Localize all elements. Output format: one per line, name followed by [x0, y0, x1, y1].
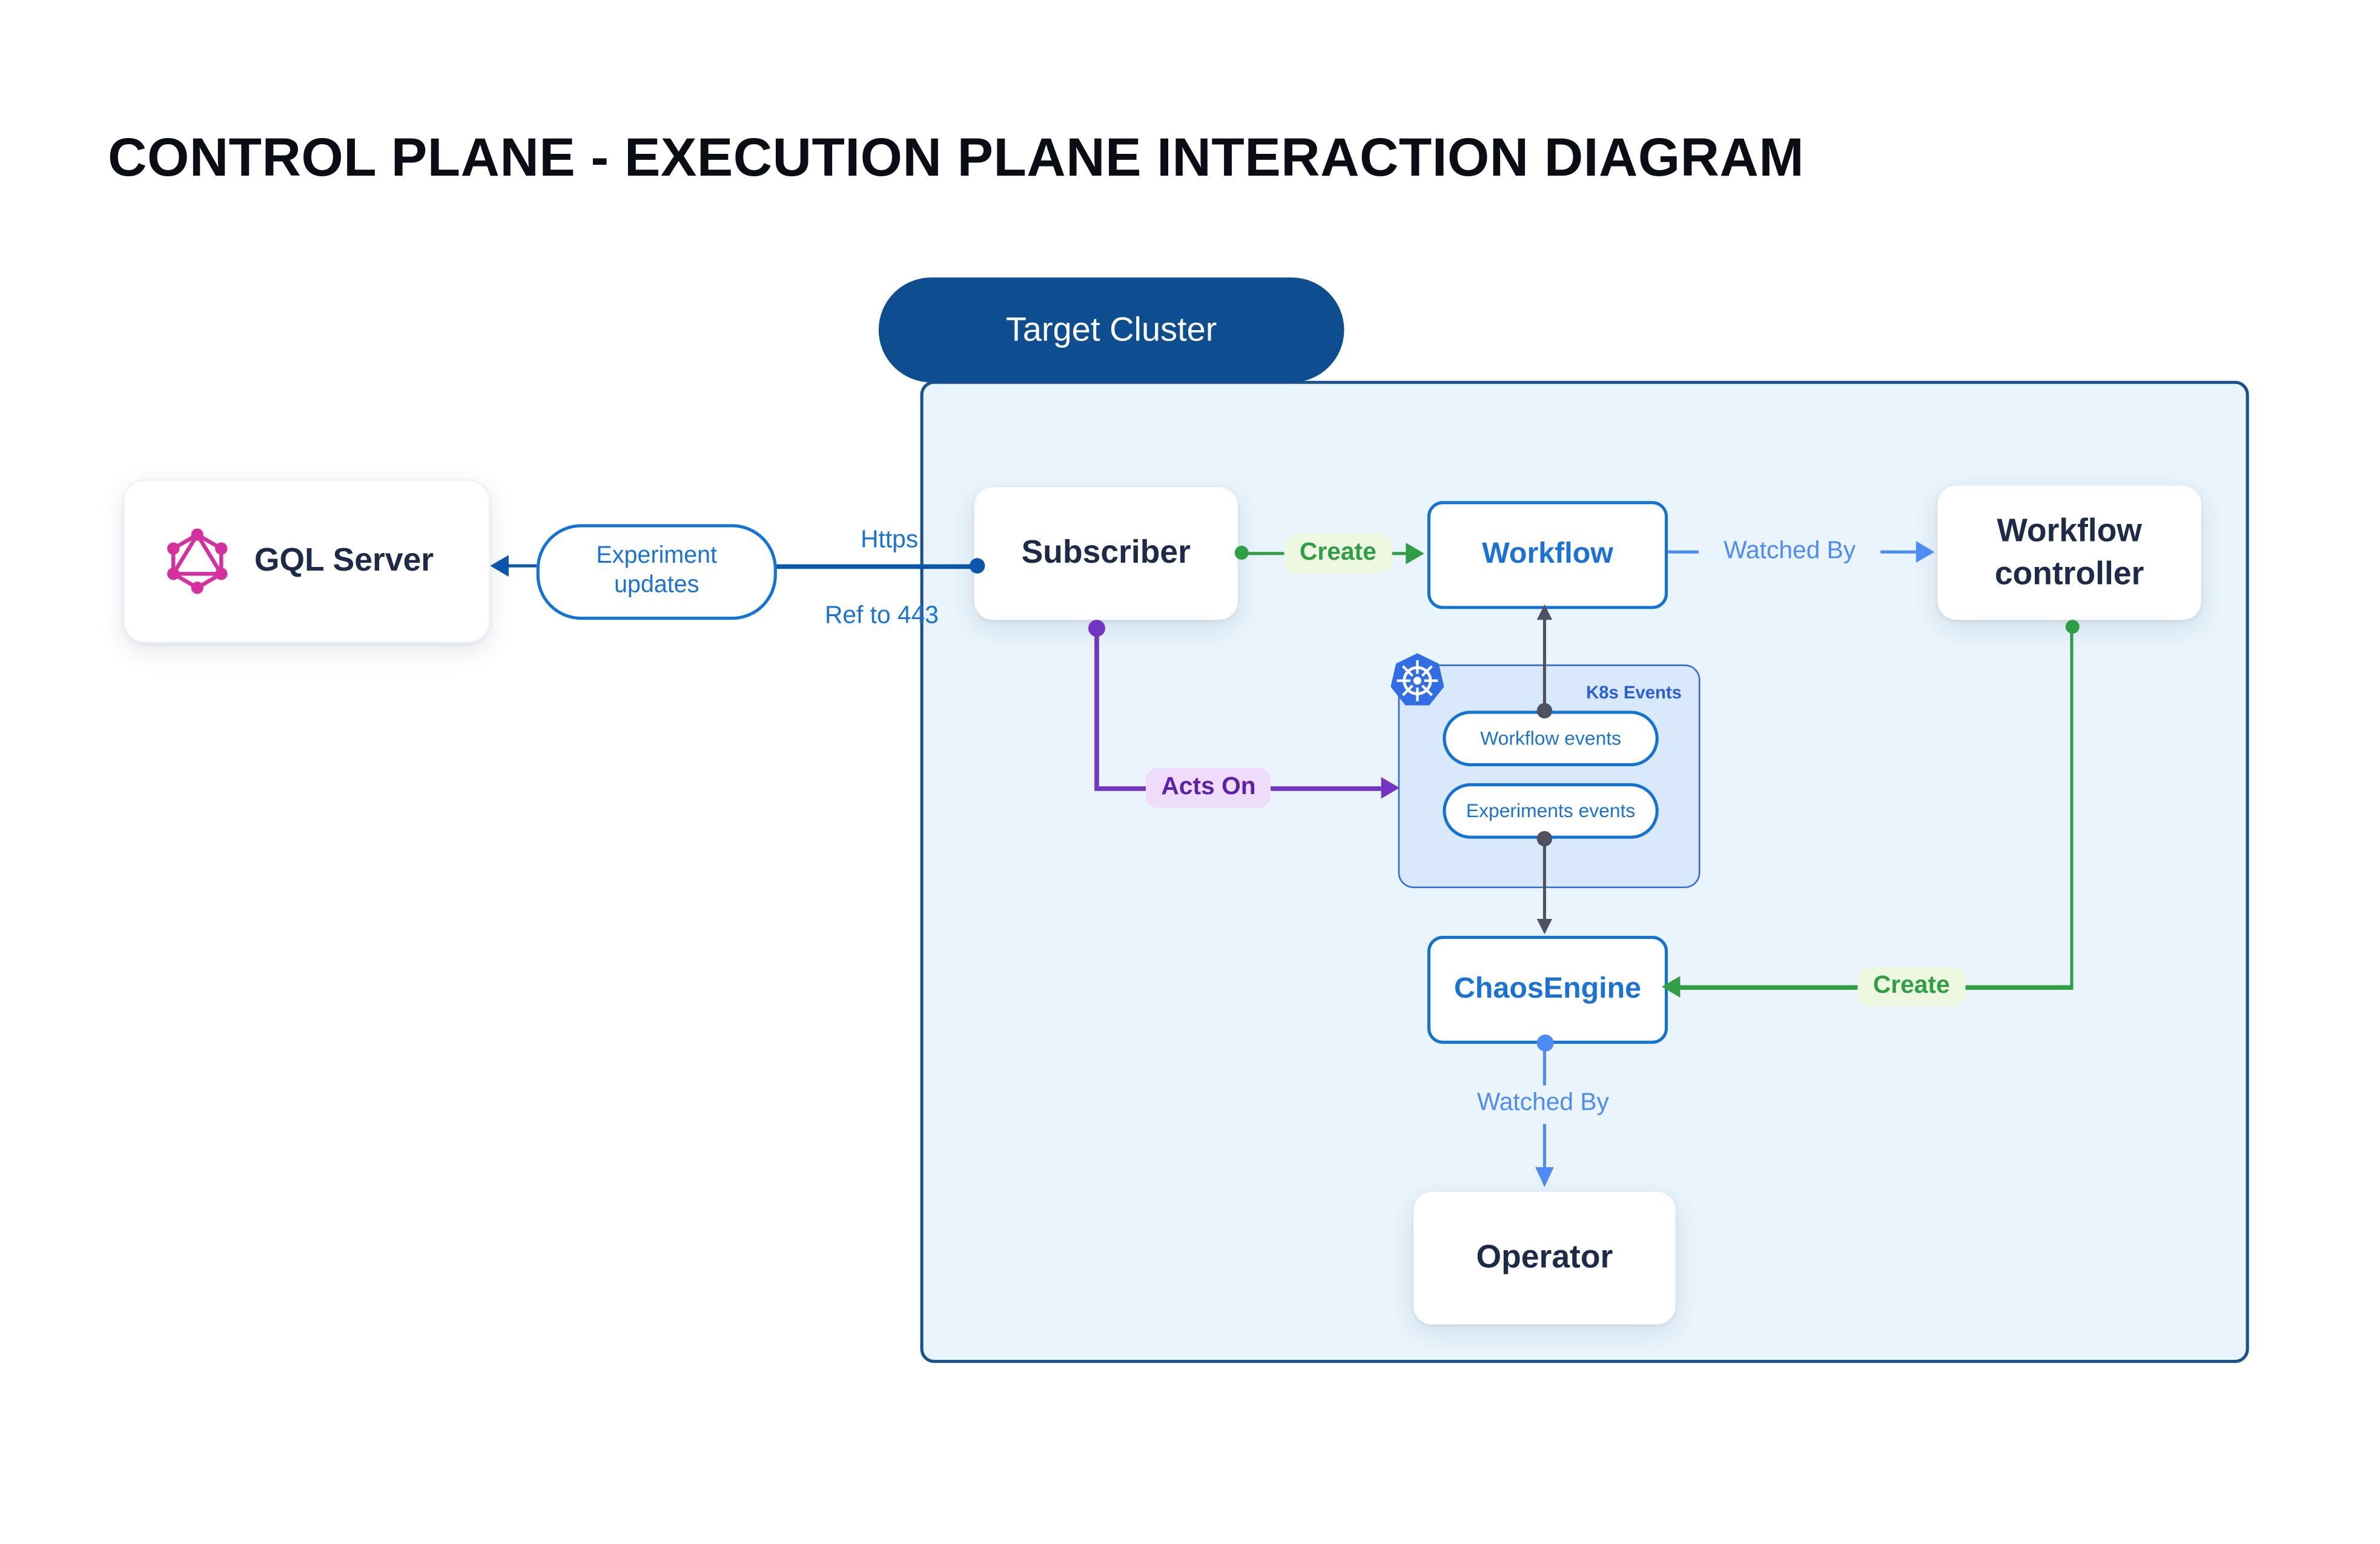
node-operator: Operator	[1413, 1191, 1676, 1325]
edge-actson-start-dot	[1088, 619, 1106, 637]
k8s-events-box	[1398, 664, 1701, 889]
edge-actson-hline-2	[1265, 786, 1381, 790]
edge-label-watched-by-top: Watched By	[1724, 538, 1856, 565]
workflow-label: Workflow	[1482, 538, 1613, 571]
arrowhead-left-to-gql-icon	[490, 555, 509, 577]
target-cluster-label: Target Cluster	[1005, 310, 1217, 349]
chaos-engine-label: ChaosEngine	[1454, 973, 1642, 1006]
arrowhead-right-create-workflow	[1406, 542, 1424, 565]
edge-label-create-chaosengine: Create	[1857, 967, 1966, 1008]
edge-create-line-2	[1392, 551, 1406, 556]
gql-server-label: GQL Server	[254, 543, 434, 579]
arrowhead-right-watched-by	[1916, 541, 1935, 563]
edge-watchedby-bottom-line-1	[1542, 1050, 1547, 1085]
page-title: CONTROL PLANE - EXECUTION PLANE INTERACT…	[108, 128, 1805, 188]
edge-label-acts-on: Acts On	[1146, 768, 1272, 809]
edge-label-ref-443: Ref to 443	[824, 603, 939, 629]
edge-label-watched-by-bottom: Watched By	[1476, 1090, 1609, 1116]
workflow-controller-label: Workflow controller	[1994, 514, 2144, 592]
edge-create2-start-dot	[2064, 618, 2079, 633]
edge-watchedby-top-line-1	[1664, 549, 1699, 554]
edge-workflow-events-dot	[1536, 703, 1553, 719]
pill-experiments-events: Experiments events	[1443, 783, 1659, 839]
node-chaos-engine: ChaosEngine	[1427, 936, 1668, 1044]
node-gql-server: GQL Server	[123, 479, 491, 643]
edge-label-https: Https	[861, 527, 919, 554]
edge-https-line	[770, 564, 971, 569]
k8s-events-label: K8s Events	[1586, 684, 1682, 703]
edge-create-start-dot	[1234, 546, 1248, 560]
arrowhead-down-operator	[1534, 1167, 1553, 1187]
node-subscriber: Subscriber	[974, 486, 1238, 620]
edge-actson-hline-1	[1095, 786, 1159, 790]
edge-label-create-workflow: Create	[1284, 533, 1392, 574]
graphql-icon	[165, 528, 230, 595]
edge-actson-vline	[1095, 634, 1100, 787]
arrowhead-up-workflow	[1536, 604, 1552, 620]
edge-watchedby-bottom-line-2	[1542, 1124, 1547, 1169]
node-workflow-controller: Workflow controller	[1937, 485, 2201, 620]
edge-create-line-1	[1247, 551, 1292, 556]
edge-workflow-events-line	[1542, 617, 1547, 711]
edge-label-experiment-updates: Experiment updates	[536, 524, 777, 620]
edge-gql-line	[507, 564, 537, 568]
subscriber-label: Subscriber	[1021, 535, 1191, 571]
edge-watchedby-top-line-2	[1880, 549, 1916, 554]
edge-experiments-events-line	[1542, 843, 1547, 921]
edge-experiments-events-dot	[1536, 830, 1553, 847]
kubernetes-icon	[1389, 652, 1446, 709]
edge-create2-vline	[2069, 631, 2074, 988]
node-workflow: Workflow	[1427, 501, 1668, 609]
pill-workflow-events: Workflow events	[1443, 711, 1659, 767]
edge-watchedby-bottom-dot	[1536, 1034, 1553, 1052]
target-cluster-badge: Target Cluster	[878, 277, 1344, 383]
arrowhead-right-acts-on	[1381, 777, 1400, 800]
arrowhead-down-chaosengine	[1536, 919, 1552, 935]
operator-label: Operator	[1476, 1240, 1613, 1276]
arrowhead-left-create-chaosengine	[1661, 976, 1681, 998]
